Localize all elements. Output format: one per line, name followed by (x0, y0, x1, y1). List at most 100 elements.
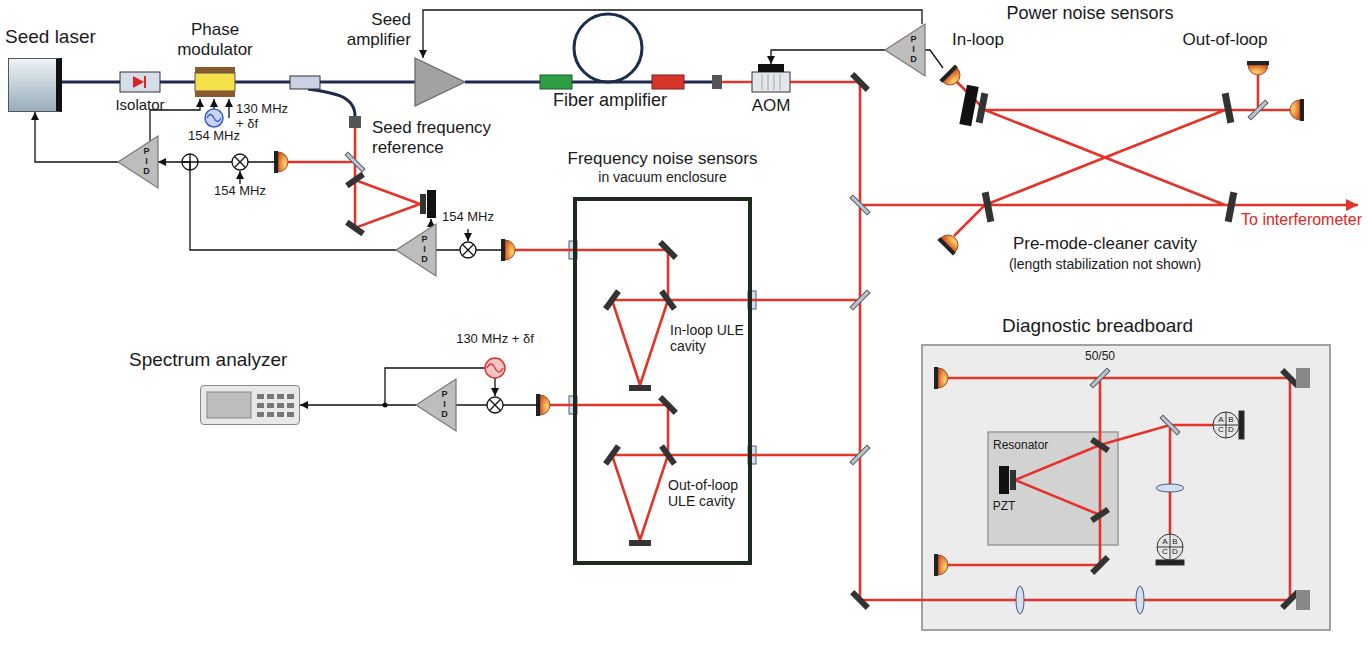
mirror (658, 240, 678, 260)
fiber-components (195, 67, 235, 73)
beam-splitter (850, 195, 870, 215)
node-text: Seed laser (5, 26, 52, 48)
laser-box: Seed laser (8, 58, 62, 112)
analyzer-key (277, 403, 284, 408)
label-slot: AOM (752, 96, 791, 116)
aom (758, 64, 784, 72)
breadboard-panel (922, 345, 1330, 630)
part-label: Out-of-loop ULE cavity (668, 477, 746, 509)
quadrant-letter: D (1228, 426, 1234, 434)
part-label: In-loop (952, 30, 1004, 50)
spectrum-analyzer: Spectrum analyzer (200, 385, 300, 425)
signal-wire (494, 378, 495, 396)
signal-wire (925, 50, 943, 68)
part-label: In-loop ULE cavity (670, 322, 744, 354)
analyzer-key (257, 394, 264, 399)
part-label: (length stabilization not shown) (1009, 256, 1201, 272)
fiber-components (195, 91, 235, 97)
mixer (232, 154, 248, 170)
laser-beam (860, 110, 1228, 205)
label-slot: Pre-mode-cleaner cavity (1013, 234, 1197, 254)
mirror (603, 289, 621, 310)
beam-splitter (1160, 415, 1180, 435)
label-slot: B (1228, 416, 1233, 424)
fiber-components (349, 116, 361, 128)
lens (1016, 484, 1184, 614)
laser-beam (288, 75, 1358, 600)
part-label: Fiber amplifier (553, 90, 667, 111)
optical-fiber (308, 89, 355, 116)
oscillator (487, 364, 503, 372)
beam-splitter (1248, 100, 1268, 120)
vacuum-window (569, 241, 756, 464)
aom (752, 64, 790, 92)
part-label: Phase modulator (165, 20, 265, 59)
pid-controller: P I D (416, 379, 456, 431)
label-slot: 130 MHz + δf (456, 332, 534, 347)
laser-beam (1228, 204, 1358, 207)
mirror (629, 385, 651, 391)
mirror (959, 85, 978, 127)
signal-wire (771, 50, 885, 64)
pid-controller: P I D (396, 224, 436, 276)
mirror (1296, 590, 1310, 610)
quadrant-letter: C (1218, 426, 1224, 434)
label-slot: 154 MHz (442, 210, 494, 225)
fiber-components (540, 75, 572, 89)
laser-beam (550, 405, 860, 540)
node-text: Frequency noise sensors (533, 149, 792, 169)
amplifier-triangle: Seed amplifier (415, 58, 465, 106)
mirror (345, 72, 1310, 610)
part-label: Seed frequency reference (372, 118, 500, 157)
label-slot: 50/50 (1085, 350, 1115, 364)
label-slot: D (1228, 426, 1234, 434)
signal-wire (239, 171, 240, 184)
signal-connector (158, 162, 396, 250)
analyzer-screen (207, 392, 251, 418)
analyzer-key (277, 394, 284, 399)
label-slot: Out-of-loop ULE cavity (668, 477, 746, 509)
node-text: Resonator (993, 439, 1048, 453)
quadrant-photodiode (1156, 411, 1244, 565)
quadrant-photodiode (1157, 534, 1183, 560)
resonator-box: Resonator (988, 432, 1118, 545)
optical-fiber (574, 14, 642, 82)
vacuum-enclosure: Frequency noise sensorsin vacuum enclosu… (573, 197, 752, 565)
beam-splitter (1090, 368, 1110, 388)
optical-fiber (62, 14, 712, 116)
part-label: 154 MHz (188, 129, 240, 144)
mirror (1090, 437, 1110, 453)
mirror (659, 444, 677, 465)
mirror (658, 395, 678, 415)
part-label: 50/50 (1085, 350, 1115, 364)
pid-controller: P I D (118, 136, 158, 188)
pid-triangle (118, 136, 158, 188)
signal-wire (213, 99, 214, 109)
analyzer-key (257, 412, 264, 417)
breadboard: Diagnostic breadboardResonator (922, 345, 1330, 630)
pid-triangle (416, 379, 456, 431)
label-slot: C (1162, 548, 1168, 556)
mirror (345, 172, 365, 188)
analyzer-key (267, 394, 274, 399)
laser-beam (954, 75, 1290, 236)
fiber-components (652, 75, 684, 89)
quadrant-photodiode (1157, 534, 1183, 560)
quadrant-letter: D (1172, 548, 1178, 556)
mirror (976, 93, 989, 124)
mirror (427, 190, 436, 218)
mirror (1296, 368, 1310, 388)
analyzer-key (287, 403, 294, 408)
pid-triangle (118, 136, 158, 188)
pid-triangle (885, 24, 925, 76)
photodiode (934, 554, 948, 576)
node-text: in vacuum enclosure (533, 169, 792, 185)
photodiode (939, 64, 964, 89)
mirror (1010, 470, 1016, 490)
mixer (462, 244, 473, 255)
part-label: 154 MHz (442, 210, 494, 225)
aom (762, 74, 780, 90)
beam-splitter (850, 290, 870, 310)
